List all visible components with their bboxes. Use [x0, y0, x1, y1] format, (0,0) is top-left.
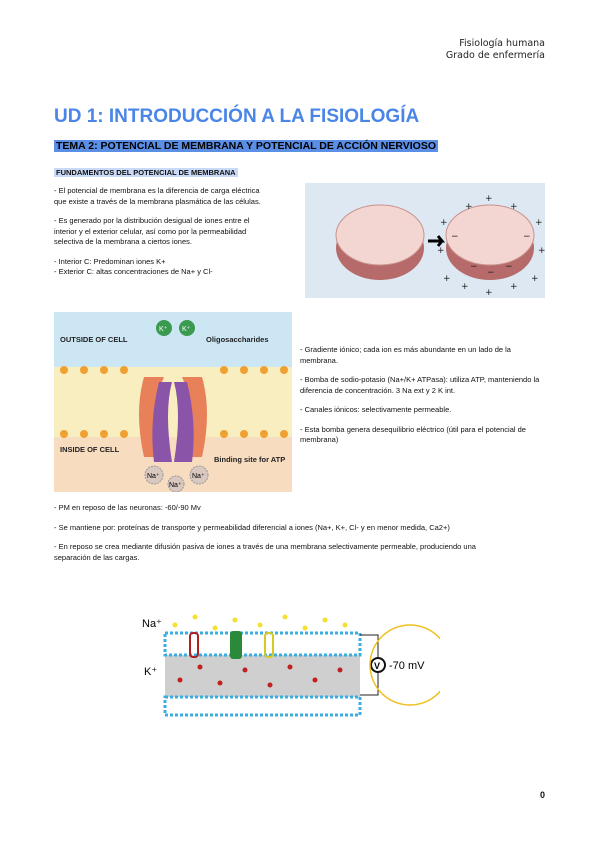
topic-title: TEMA 2: POTENCIAL DE MEMBRANA Y POTENCIA…	[54, 140, 438, 152]
na-ion-label: Na⁺	[147, 473, 160, 480]
svg-text:+: +	[510, 202, 518, 212]
page-header: Fisiología humana Grado de enfermería	[446, 38, 545, 62]
svg-text:−: −	[523, 232, 531, 242]
svg-text:+: +	[465, 202, 473, 212]
svg-text:−: −	[505, 262, 513, 272]
k-ion-label: K⁺	[182, 326, 191, 333]
paragraph: - El potencial de membrana es la diferen…	[54, 186, 261, 206]
paragraph: - Bomba de sodio-potasio (Na+/K+ ATPasa)…	[300, 375, 540, 395]
svg-text:+: +	[535, 218, 543, 228]
inside-label: INSIDE OF CELL	[60, 445, 120, 454]
cell-polarization-figure: +++ +++ +++ +++ −−−−−	[305, 183, 545, 298]
section-heading: FUNDAMENTOS DEL POTENCIAL DE MEMBRANA	[54, 168, 238, 177]
k-ion-label: K⁺	[159, 326, 168, 333]
voltmeter-label: V	[374, 661, 380, 671]
paragraph: - Es generado por la distribución desigu…	[54, 216, 250, 246]
sodium-potassium-pump-figure: OUTSIDE OF CELL INSIDE OF CELL Oligosacc…	[54, 312, 292, 492]
outside-label: OUTSIDE OF CELL	[60, 335, 128, 344]
page-number: 0	[539, 790, 545, 800]
intro-text: - El potencial de membrana es la diferen…	[54, 186, 264, 287]
oligosaccharides-label: Oligosaccharides	[206, 335, 269, 344]
resting-potential-text: - PM en reposo de las neuronas: -60/-90 …	[54, 503, 504, 572]
na-label: Na⁺	[142, 618, 162, 630]
svg-text:−: −	[487, 268, 495, 278]
svg-text:+: +	[485, 194, 493, 204]
unit-title: UD 1: INTRODUCCIÓN A LA FISIOLOGÍA	[54, 106, 420, 127]
k-label: K⁺	[144, 666, 157, 678]
na-ion-label: Na⁺	[192, 473, 205, 480]
svg-text:+: +	[461, 282, 469, 292]
svg-text:+: +	[485, 288, 493, 298]
paragraph: - Se mantiene por: proteínas de transpor…	[54, 522, 450, 532]
atp-site-label: Binding site for ATP	[214, 455, 285, 464]
na-ion-label: Na⁺	[169, 482, 182, 489]
degree-name: Grado de enfermería	[445, 50, 545, 61]
svg-text:+: +	[443, 274, 451, 284]
svg-text:−: −	[470, 262, 478, 272]
svg-text:+: +	[538, 246, 545, 256]
svg-text:+: +	[437, 246, 445, 256]
svg-text:+: +	[440, 218, 448, 228]
paragraph: - Canales iónicos: selectivamente permea…	[300, 405, 452, 414]
pump-text: - Gradiente iónico; cada ion es más abun…	[300, 345, 540, 455]
paragraph: - PM en reposo de las neuronas: -60/-90 …	[54, 503, 201, 512]
paragraph: - Gradiente iónico; cada ion es más abun…	[300, 345, 511, 365]
svg-text:+: +	[531, 274, 539, 284]
voltage-label: -70 mV	[389, 660, 425, 672]
svg-text:−: −	[451, 232, 459, 242]
paragraph: - En reposo se crea mediante difusión pa…	[54, 542, 476, 562]
course-name: Fisiología humana	[459, 38, 545, 49]
paragraph: - Esta bomba genera desequilibrio eléctr…	[300, 424, 526, 445]
membrane-potential-figure: V -70 mV Na⁺ K⁺	[142, 614, 440, 717]
svg-text:+: +	[510, 282, 518, 292]
paragraph: - Interior C: Predominan iones K+ - Exte…	[54, 256, 213, 277]
